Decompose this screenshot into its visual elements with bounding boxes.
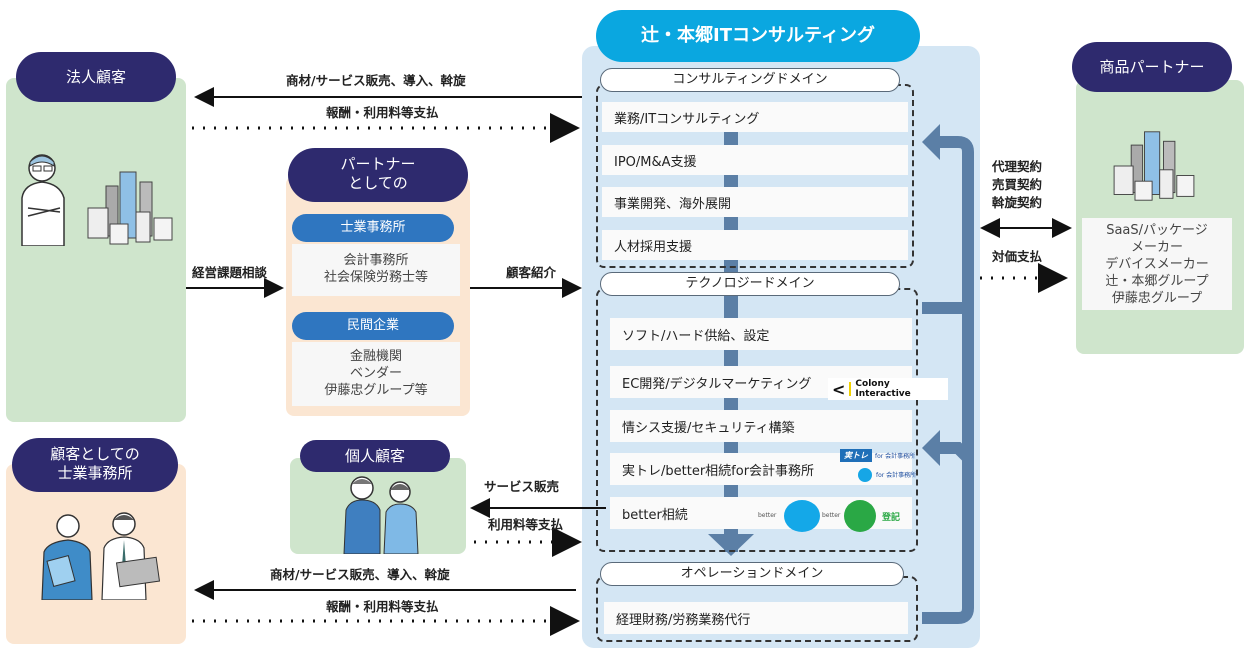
operations-domain-label: オペレーションドメイン	[600, 562, 904, 586]
contract-line: 斡旋契約	[992, 195, 1043, 210]
professional-client-panel	[6, 464, 186, 644]
contract-line: 代理契約	[992, 159, 1043, 174]
individual-client-title: 個人顧客	[300, 440, 450, 472]
product-partner-line: デバイスメーカー	[1105, 257, 1209, 272]
product-partner-line: SaaS/パッケージ	[1106, 223, 1208, 238]
feedback-arrow-top-icon	[922, 124, 940, 160]
technology-domain-label: テクノロジードメイン	[600, 272, 900, 296]
partner-title: パートナー としての	[288, 148, 468, 202]
product-partner-line: 伊藤忠グループ	[1111, 291, 1203, 306]
service-item: 経理財務/労務業務代行	[604, 602, 908, 634]
product-partner-line: 辻・本郷グループ	[1105, 274, 1209, 289]
touki-label: 登記	[882, 513, 901, 523]
professional-client-title: 顧客としての 士業事務所	[12, 438, 178, 492]
professional-client-title-line2: 士業事務所	[57, 464, 133, 482]
service-item: ソフト/ハード供給、設定	[610, 318, 912, 350]
jitsutore-logo-mark: 実トレ	[840, 449, 872, 462]
corp-sales-label: 商材/サービス販売、導入、斡旋	[286, 73, 466, 88]
partner-group-line: ベンダー	[349, 366, 402, 381]
product-partner-title: 商品パートナー	[1072, 42, 1232, 92]
product-partner-line: メーカー	[1130, 240, 1183, 255]
colony-bar-icon	[849, 382, 852, 396]
professional-client-title-line1: 顧客としての	[50, 445, 140, 463]
buildings-icon	[87, 171, 173, 245]
better-label: better	[822, 512, 841, 519]
partner-title-line2: としての	[348, 174, 408, 192]
better-souzoku-logo	[784, 500, 820, 532]
corporate-client-title: 法人顧客	[16, 52, 176, 102]
jitsutore-logo: 実トレ for 会計事務所	[840, 449, 915, 462]
better-touki-logo	[844, 500, 876, 532]
consult-label: 経営課題相談	[192, 265, 268, 280]
corp-payment-label: 報酬・利用料等支払	[326, 105, 439, 120]
service-item: IPO/M&A支援	[602, 145, 908, 175]
colony-chevron-icon: <	[832, 379, 846, 399]
feedback-arrows	[922, 124, 974, 624]
consideration-label: 対価支払	[992, 249, 1043, 264]
partner-group-line: 金融機関	[349, 349, 402, 364]
partner-title-line1: パートナー	[340, 155, 416, 173]
partner-group-line: 会計事務所	[343, 253, 409, 268]
better-for-label: for 会計事務所	[876, 472, 917, 479]
partner-group-line: 伊藤忠グループ等	[324, 383, 428, 398]
partner-group-content-professional: 会計事務所 社会保険労務士等	[292, 244, 460, 296]
referral-label: 顧客紹介	[506, 265, 557, 280]
corporate-client-panel	[6, 78, 186, 422]
partner-group-content-private: 金融機関 ベンダー 伊藤忠グループ等	[292, 342, 460, 406]
service-item: 業務/ITコンサルティング	[602, 102, 908, 132]
indiv-payment-label: 利用料等支払	[488, 517, 564, 532]
individuals-illustration	[343, 476, 419, 554]
better-for-accounting-logo	[858, 468, 872, 482]
product-partner-list: SaaS/パッケージ メーカー デバイスメーカー 辻・本郷グループ 伊藤忠グルー…	[1082, 218, 1232, 310]
professionals-illustration	[41, 512, 161, 600]
service-item: 人材採用支援	[602, 230, 908, 260]
jitsutore-logo-sub: for 会計事務所	[875, 453, 916, 460]
colony-logo-text: Colony Interactive	[855, 379, 911, 399]
partner-group-line: 社会保険労務士等	[323, 270, 428, 285]
partner-group-label-professional: 士業事務所	[292, 214, 454, 242]
prof-sales-label: 商材/サービス販売、導入、斡旋	[270, 567, 450, 582]
service-item: 事業開発、海外展開	[602, 187, 908, 217]
consulting-domain-label: コンサルティングドメイン	[600, 68, 900, 92]
feedback-arrow-bottom-icon	[922, 430, 940, 466]
prof-payment-label: 報酬・利用料等支払	[326, 599, 439, 614]
businessman-illustration	[21, 154, 65, 246]
better-label: better	[758, 512, 777, 519]
company-title: 辻・本郷ITコンサルティング	[596, 10, 920, 62]
contract-label: 代理契約 売買契約 斡旋契約	[992, 158, 1042, 212]
service-item: 情シス支援/セキュリティ構築	[610, 410, 912, 442]
colony-interactive-logo: < Colony Interactive	[828, 378, 948, 400]
buildings-icon	[1113, 131, 1195, 201]
contract-line: 売買契約	[992, 177, 1043, 192]
indiv-sales-label: サービス販売	[484, 479, 560, 494]
partner-group-label-private: 民間企業	[292, 312, 454, 340]
